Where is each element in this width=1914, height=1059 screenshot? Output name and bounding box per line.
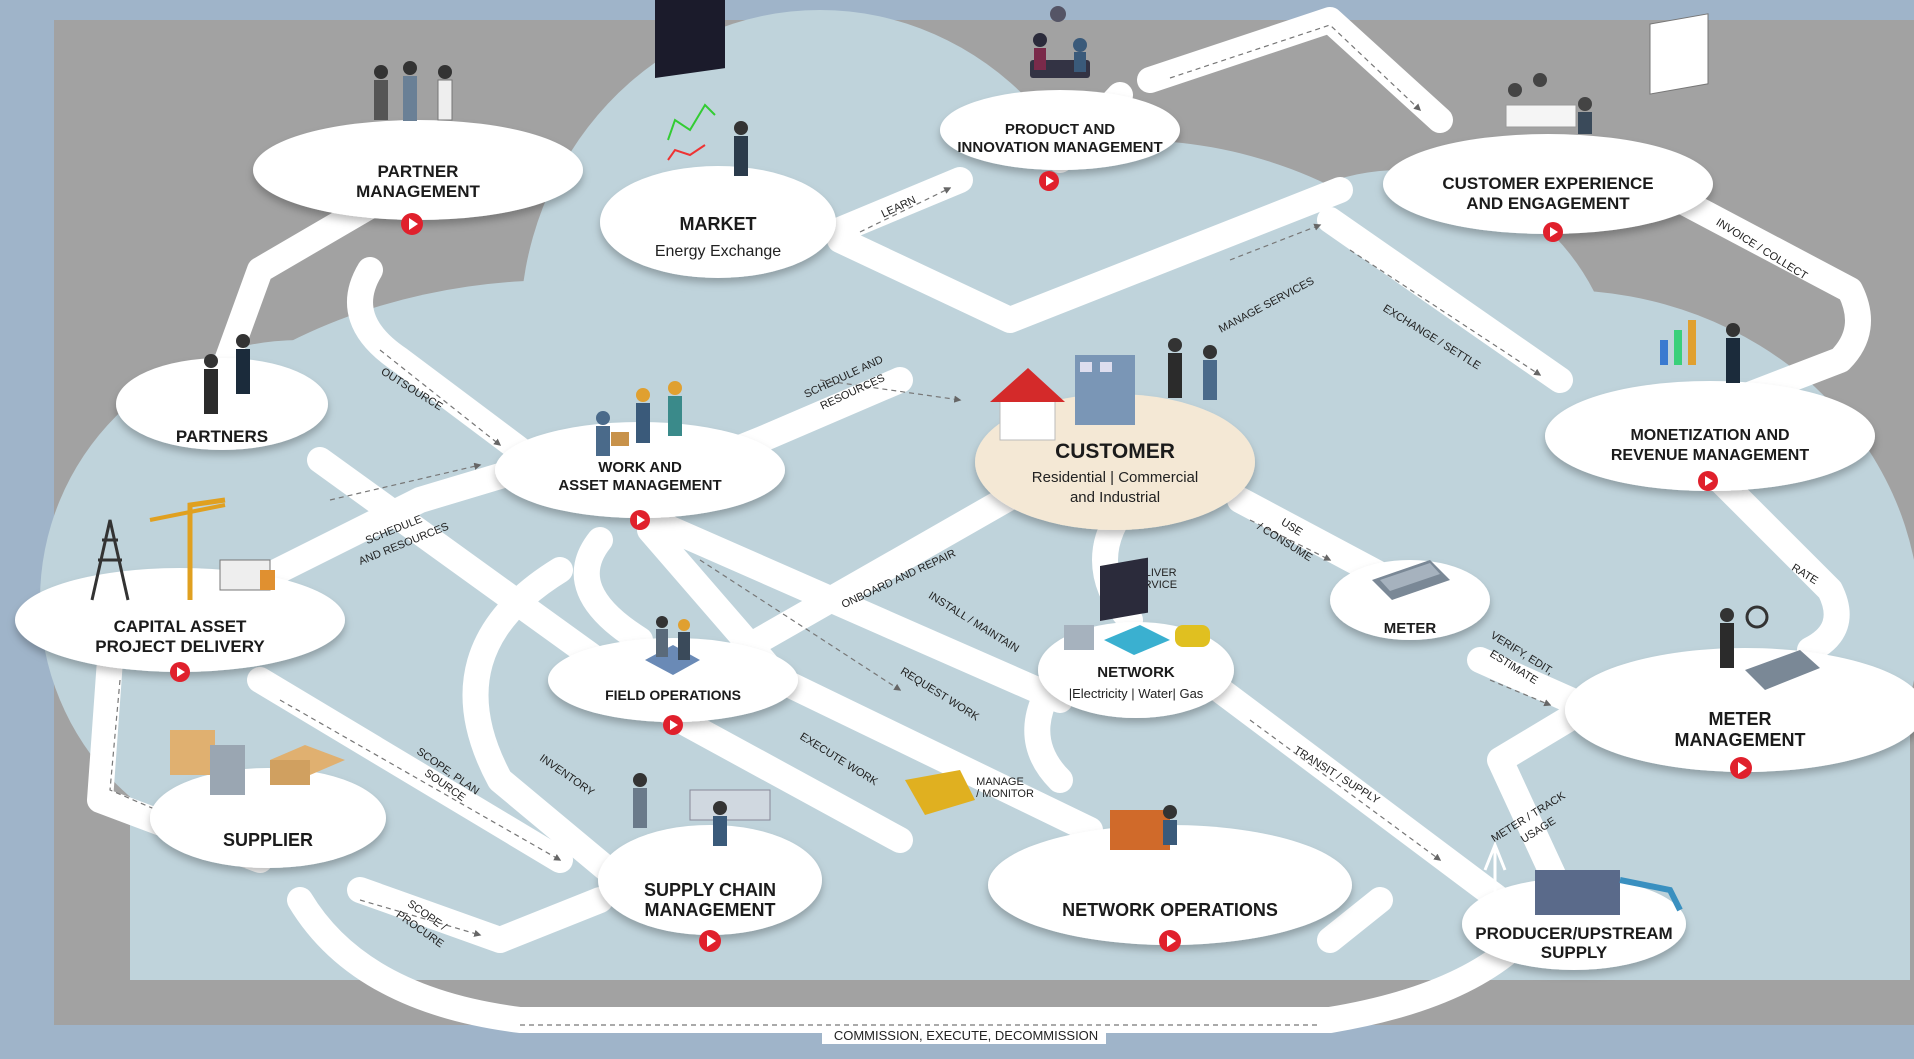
flow-arrows [109, 24, 1552, 1026]
house-building-icon [990, 338, 1217, 441]
node-customer[interactable]: CUSTOMER Residential | Commercial and In… [975, 338, 1255, 530]
business-people-icon [374, 61, 453, 121]
node-meter-title: METER [1384, 620, 1437, 637]
node-network[interactable]: NETWORK |Electricity | Water| Gas [1038, 622, 1234, 718]
node-supply-chain[interactable]: SUPPLY CHAIN MANAGEMENT [598, 773, 822, 952]
node-meter-management[interactable]: METER MANAGEMENT [1565, 605, 1914, 779]
node-capital-line2: PROJECT DELIVERY [95, 637, 265, 656]
node-network-ops[interactable]: NETWORK OPERATIONS [905, 557, 1352, 952]
node-field-ops-title: FIELD OPERATIONS [605, 687, 741, 703]
node-work-line1: WORK AND [598, 459, 682, 476]
node-network-sub: |Electricity | Water| Gas [1069, 686, 1204, 701]
node-monetization-line2: REVENUE MANAGEMENT [1611, 447, 1809, 464]
node-customer-title: CUSTOMER [1055, 440, 1175, 463]
node-supply-chain-line2: MANAGEMENT [645, 900, 776, 920]
cloud-background [40, 10, 1914, 980]
surveyors-icon [645, 616, 700, 675]
utilities-icon [1064, 625, 1210, 655]
node-meter-mgmt-line2: MANAGEMENT [1675, 730, 1806, 750]
flow-manage-monitor-2: / MONITOR [976, 788, 1034, 800]
node-meter[interactable]: METER [1330, 560, 1490, 640]
inspector-meter-icon [1720, 605, 1820, 690]
logistics-team-icon [633, 773, 771, 846]
power-plant-icon [1483, 840, 1683, 920]
crane-tower-icon [90, 497, 275, 601]
node-cx-line1: CUSTOMER EXPERIENCE [1442, 174, 1653, 193]
node-partners[interactable]: PARTNERS [116, 334, 328, 450]
node-supply-chain-line1: SUPPLY CHAIN [644, 880, 776, 900]
node-network-title: NETWORK [1097, 664, 1175, 681]
flow-manage-monitor-1: MANAGE [976, 776, 1024, 788]
node-work-line2: ASSET MANAGEMENT [558, 477, 721, 494]
node-field-ops[interactable]: FIELD OPERATIONS [548, 616, 798, 735]
node-partner-management[interactable]: PARTNER MANAGEMENT [253, 61, 583, 235]
node-cx-line2: AND ENGAGEMENT [1466, 194, 1630, 213]
node-monetization-line1: MONETIZATION AND [1630, 427, 1789, 444]
node-meter-mgmt-line1: METER [1709, 709, 1772, 729]
trading-board-icon [655, 0, 748, 176]
node-product-line1: PRODUCT AND [1005, 121, 1115, 138]
node-partners-title: PARTNERS [176, 427, 268, 446]
workers-icon [596, 381, 682, 456]
node-capital-line1: CAPITAL ASSET [114, 617, 247, 636]
node-partner-mgmt-line2: MANAGEMENT [356, 182, 480, 201]
node-market[interactable]: MARKET Energy Exchange [600, 0, 836, 278]
node-product-line2: INNOVATION MANAGEMENT [957, 139, 1162, 156]
node-capital-asset[interactable]: CAPITAL ASSET PROJECT DELIVERY [15, 497, 345, 682]
flow-commission: COMMISSION, EXECUTE, DECOMMISSION [834, 1028, 1098, 1043]
node-customer-sub1: Residential | Commercial [1032, 469, 1198, 486]
node-supplier[interactable]: SUPPLIER [150, 730, 386, 868]
node-product-innovation[interactable]: PRODUCT AND INNOVATION MANAGEMENT [940, 6, 1180, 191]
node-customer-sub2: and Industrial [1070, 489, 1160, 506]
node-producer-line1: PRODUCER/UPSTREAM [1475, 924, 1672, 943]
meeting-people-icon [1030, 6, 1090, 78]
node-network-ops-title: NETWORK OPERATIONS [1062, 900, 1278, 920]
node-work-asset[interactable]: WORK AND ASSET MANAGEMENT [495, 381, 785, 530]
control-room-icon [905, 557, 1177, 850]
boxes-forklift-icon [170, 730, 345, 795]
node-customer-experience[interactable]: CUSTOMER EXPERIENCE AND ENGAGEMENT [1383, 73, 1713, 242]
handshake-icon [204, 334, 250, 414]
node-partner-mgmt-line1: PARTNER [378, 162, 459, 181]
node-producer[interactable]: PRODUCER/UPSTREAM SUPPLY [1462, 840, 1686, 970]
node-supplier-title: SUPPLIER [223, 830, 313, 850]
presentation-board-icon [1649, 13, 1740, 383]
office-team-icon [1505, 73, 1592, 134]
node-monetization[interactable]: MONETIZATION AND REVENUE MANAGEMENT [1545, 13, 1875, 491]
node-producer-line2: SUPPLY [1541, 943, 1608, 962]
node-market-title: MARKET [680, 214, 757, 234]
meter-device-icon [1372, 560, 1450, 600]
node-market-sub: Energy Exchange [655, 243, 781, 260]
